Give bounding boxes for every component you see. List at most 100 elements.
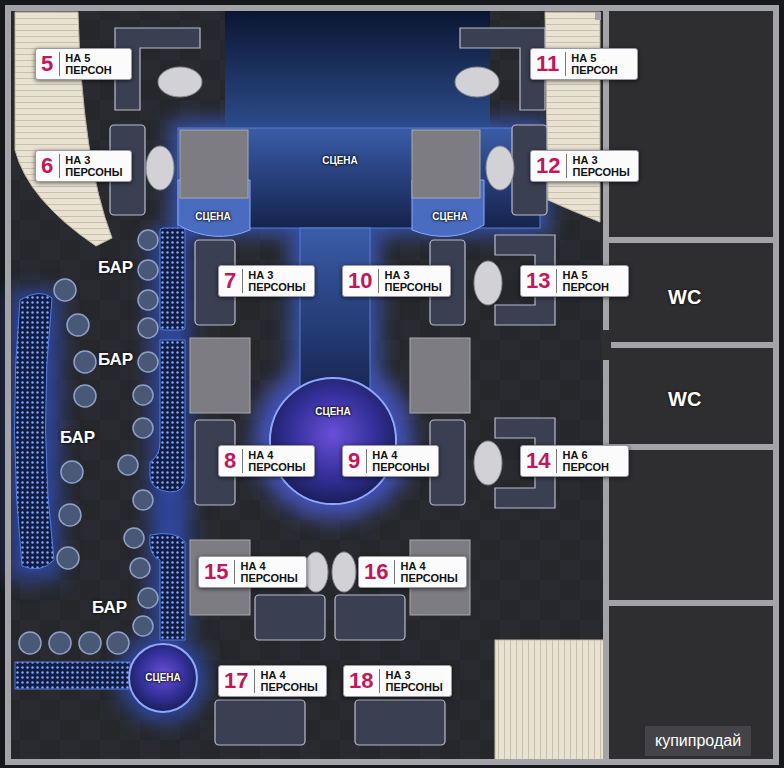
table-tag: 6НА 3 ПЕРСОНЫ bbox=[35, 150, 132, 182]
table-tag: 18НА 3 ПЕРСОНЫ bbox=[343, 665, 452, 697]
table-tag: 7НА 3 ПЕРСОНЫ bbox=[218, 265, 315, 297]
table-tag: 9НА 4 ПЕРСОНЫ bbox=[342, 445, 439, 477]
table-number: 10 bbox=[348, 270, 378, 292]
seat-count: НА 6 ПЕРСОН bbox=[556, 449, 622, 473]
seat-count: НА 5 ПЕРСОН bbox=[59, 52, 125, 76]
table-number: 6 bbox=[41, 155, 59, 177]
wall bbox=[595, 12, 601, 20]
podium bbox=[180, 130, 248, 198]
table-tag: 17НА 4 ПЕРСОНЫ bbox=[218, 665, 327, 697]
outer-wall bbox=[8, 8, 776, 762]
sofa bbox=[355, 700, 445, 745]
bar-stool bbox=[133, 418, 153, 438]
bar-stool bbox=[138, 588, 158, 608]
glow bbox=[170, 120, 550, 235]
glow bbox=[253, 360, 413, 520]
table-number: 18 bbox=[349, 670, 379, 692]
bar-stool bbox=[138, 290, 158, 310]
table bbox=[486, 146, 514, 190]
bar-counter bbox=[15, 662, 130, 689]
table-number: 8 bbox=[224, 450, 242, 472]
bar-stool bbox=[124, 528, 144, 548]
table-tag: 12НА 3 ПЕРСОНЫ bbox=[530, 150, 639, 182]
stage-label: СЦЕНА bbox=[432, 211, 468, 222]
wall bbox=[606, 237, 776, 243]
table-number: 14 bbox=[526, 450, 556, 472]
table-tag: 10НА 3 ПЕРСОНЫ bbox=[342, 265, 451, 297]
table bbox=[158, 67, 202, 97]
seat-count: НА 3 ПЕРСОНЫ bbox=[59, 154, 125, 178]
bar-stool bbox=[138, 230, 158, 250]
video-screen bbox=[225, 10, 490, 128]
seat-count: НА 3 ПЕРСОНЫ bbox=[379, 669, 445, 693]
seat-count: НА 4 ПЕРСОНЫ bbox=[254, 669, 320, 693]
table-number: 5 bbox=[41, 53, 59, 75]
bar-stool bbox=[19, 632, 41, 654]
sofas bbox=[110, 28, 555, 745]
bar-stools bbox=[19, 230, 158, 654]
table bbox=[332, 552, 356, 592]
seat-count: НА 5 ПЕРСОН bbox=[556, 269, 622, 293]
staircase bbox=[545, 12, 600, 222]
podium bbox=[410, 338, 470, 413]
sofa bbox=[335, 595, 405, 640]
bar-stool bbox=[49, 632, 71, 654]
stage-outline bbox=[268, 376, 398, 506]
bar-stool bbox=[74, 385, 96, 407]
seat-count: НА 4 ПЕРСОНЫ bbox=[394, 560, 460, 584]
seat-count: НА 3 ПЕРСОНЫ bbox=[566, 154, 632, 178]
walls bbox=[8, 8, 776, 762]
bar-stool bbox=[138, 352, 158, 372]
table bbox=[474, 441, 502, 485]
table-number: 9 bbox=[348, 450, 366, 472]
table-tag: 5НА 5 ПЕРСОН bbox=[35, 48, 132, 80]
stage-area: СЦЕНА bbox=[300, 150, 380, 170]
seat-count: НА 4 ПЕРСОНЫ bbox=[366, 449, 432, 473]
podium bbox=[190, 338, 250, 413]
bar-stool bbox=[59, 504, 81, 526]
table-tag: 16НА 4 ПЕРСОНЫ bbox=[358, 556, 467, 588]
table-number: 15 bbox=[204, 561, 234, 583]
bar-label: БАР bbox=[60, 428, 95, 448]
bar-stool bbox=[57, 547, 79, 569]
stage-area: СЦЕНА bbox=[419, 207, 481, 225]
seat-count: НА 5 ПЕРСОН bbox=[565, 52, 631, 76]
table-tag: 8НА 4 ПЕРСОНЫ bbox=[218, 445, 315, 477]
table-tag: 14НА 6 ПЕРСОН bbox=[520, 445, 629, 477]
table-number: 7 bbox=[224, 270, 242, 292]
seat-count: НА 3 ПЕРСОНЫ bbox=[242, 269, 308, 293]
glow bbox=[10, 290, 60, 580]
doorway bbox=[601, 330, 611, 360]
bar-stool bbox=[107, 632, 129, 654]
stage-label: СЦЕНА bbox=[322, 155, 358, 166]
table bbox=[304, 552, 328, 592]
table-number: 12 bbox=[536, 155, 566, 177]
seat-count: НА 4 ПЕРСОНЫ bbox=[242, 449, 308, 473]
bar-stool bbox=[133, 385, 153, 405]
bar-label: БАР bbox=[98, 258, 133, 278]
table-number: 17 bbox=[224, 670, 254, 692]
bar-label: БАР bbox=[98, 350, 133, 370]
seat-count: НА 3 ПЕРСОНЫ bbox=[378, 269, 444, 293]
stage-circle: СЦЕНА bbox=[128, 643, 198, 713]
bar-stool bbox=[130, 558, 150, 578]
staircase bbox=[495, 640, 605, 760]
bar-stool bbox=[138, 318, 158, 338]
runway bbox=[300, 228, 370, 403]
wall bbox=[606, 444, 776, 450]
bar-stool bbox=[74, 351, 96, 373]
watermark: купипродай bbox=[645, 726, 751, 756]
bar-stool bbox=[67, 314, 89, 336]
table-number: 16 bbox=[364, 561, 394, 583]
bar-stool bbox=[133, 490, 153, 510]
seat-count: НА 4 ПЕРСОНЫ bbox=[234, 560, 300, 584]
stage-circle-shape bbox=[270, 378, 396, 504]
bar-label: БАР bbox=[92, 598, 127, 618]
table-number: 11 bbox=[536, 53, 565, 75]
bar-counter bbox=[160, 228, 185, 330]
bar-stool bbox=[133, 616, 153, 636]
